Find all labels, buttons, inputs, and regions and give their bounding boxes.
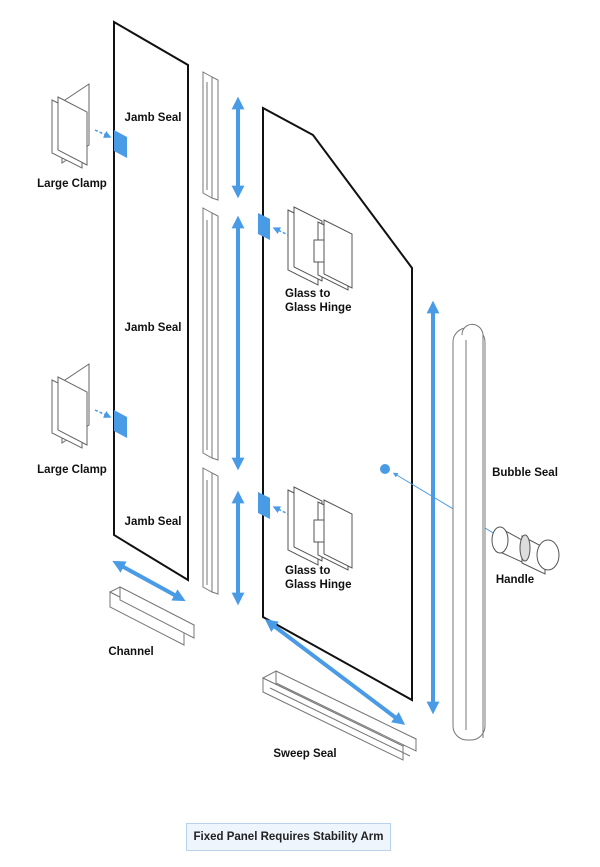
large-clamp-label: Large Clamp (37, 464, 107, 476)
sweep-seal-label: Sweep Seal (273, 748, 336, 760)
clamp-mount-marker (114, 130, 127, 158)
channel-label: Channel (108, 646, 153, 658)
large-clamp-bottom-icon (51, 363, 90, 449)
channel-icon (108, 586, 196, 646)
large-clamp-top-icon (51, 83, 90, 169)
handle-icon (491, 526, 560, 575)
glass-hinge-bottom-icon (287, 486, 353, 571)
hinge-label: Glass Hinge (285, 579, 351, 591)
jamb-seal-top (202, 71, 219, 201)
hinge-label: Glass Hinge (285, 302, 351, 314)
hinge-label: Glass to (285, 565, 330, 577)
fixed-glass-panel (113, 20, 189, 582)
clamp-mount-marker (114, 410, 127, 438)
sweep-seal-icon (261, 670, 418, 761)
jamb-seal-label: Jamb Seal (125, 516, 182, 528)
bubble-seal-label: Bubble Seal (492, 467, 558, 479)
jamb-seal-bottom (202, 467, 219, 595)
large-clamp-label: Large Clamp (37, 178, 107, 190)
hinge-mount-marker (258, 492, 270, 519)
handle-mount-marker (380, 464, 390, 474)
jamb-seal-label: Jamb Seal (125, 112, 182, 124)
glass-hinge-top-icon (287, 206, 353, 291)
jamb-seal-middle (202, 207, 219, 461)
channel-arrow (112, 560, 186, 602)
hinge-mount-marker (258, 213, 270, 240)
bubble-seal-icon (452, 323, 486, 741)
jamb-seal-label: Jamb Seal (125, 322, 182, 334)
handle-arrow (392, 472, 506, 541)
sweep-seal-arrow (264, 619, 406, 725)
handle-label: Handle (496, 574, 534, 586)
clamp-arrow (94, 129, 112, 138)
stability-arm-note: Fixed Panel Requires Stability Arm (186, 823, 391, 851)
door-glass-panel (262, 106, 413, 702)
clamp-arrow (94, 409, 112, 418)
hinge-label: Glass to (285, 288, 330, 300)
